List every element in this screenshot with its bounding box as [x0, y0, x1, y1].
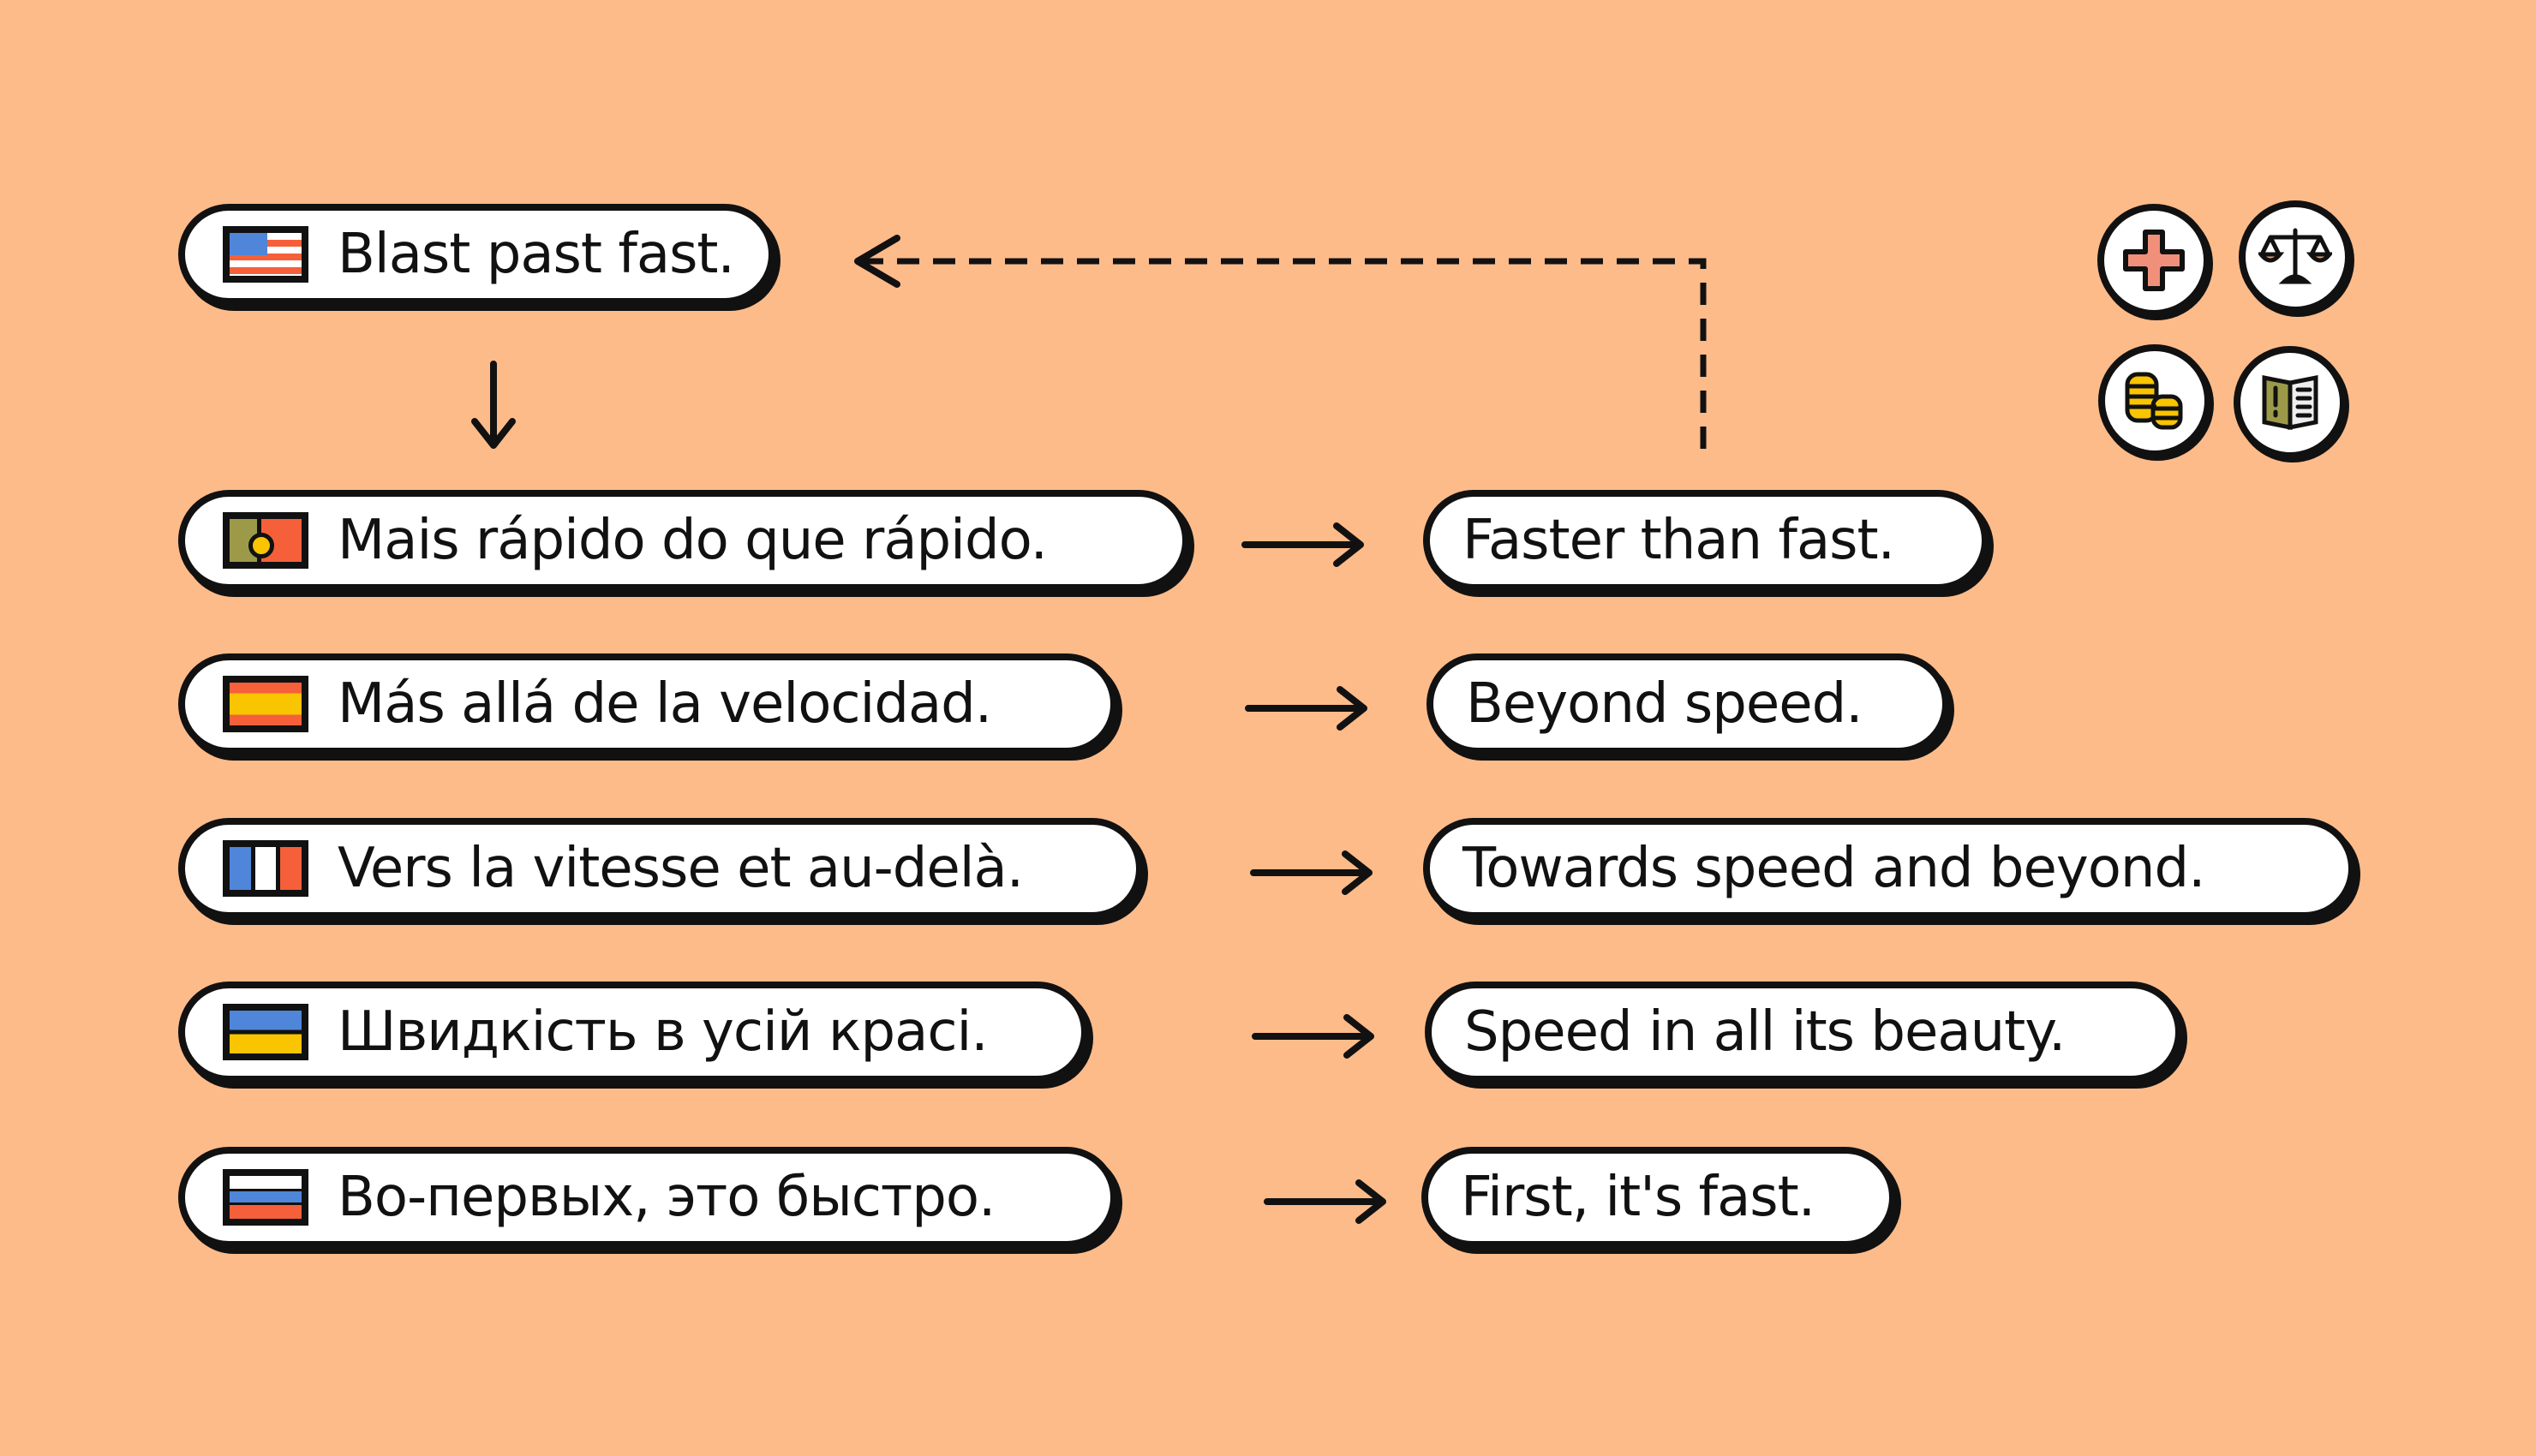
- portugal-flag-icon: [223, 512, 308, 569]
- translation-text: Beyond speed.: [1466, 672, 1863, 736]
- source-phrase: Blast past fast.: [338, 223, 735, 286]
- right-arrow-icon: [1241, 522, 1364, 567]
- translation-text: Speed in all its beauty.: [1464, 1000, 2066, 1064]
- ukraine-flag-icon: [223, 1004, 308, 1060]
- translation-pill: First, it's fast.: [1421, 1147, 1896, 1248]
- translation-text: First, it's fast.: [1461, 1166, 1815, 1229]
- russia-flag-icon: [223, 1169, 308, 1226]
- source-text: Во-первых, это быстро.: [338, 1166, 996, 1229]
- down-arrow-icon: [471, 361, 516, 449]
- france-flag-icon: [223, 840, 308, 897]
- source-text: Vers la vitesse et au-delà.: [338, 837, 1024, 900]
- source-text: Más allá de la velocidad.: [338, 672, 992, 736]
- right-arrow-icon: [1250, 850, 1373, 895]
- translation-pill: Faster than fast.: [1423, 490, 1989, 591]
- translation-pill: Towards speed and beyond.: [1423, 818, 2355, 919]
- source-text: Швидкість в усій красі.: [338, 1000, 989, 1064]
- coins-icon: [2098, 344, 2211, 457]
- translation-pill: Speed in all its beauty.: [1425, 982, 2182, 1083]
- right-arrow-icon: [1245, 686, 1367, 731]
- us-flag-icon: [223, 226, 308, 283]
- book-icon: [2234, 346, 2347, 459]
- spain-flag-icon: [223, 676, 308, 732]
- source-pill-fr: Vers la vitesse et au-delà.: [178, 818, 1143, 919]
- source-phrase-pill: Blast past fast.: [178, 204, 775, 305]
- source-pill-ru: Во-первых, это быстро.: [178, 1147, 1117, 1248]
- translation-text: Faster than fast.: [1462, 509, 1895, 572]
- feedback-dashed-arrow: [854, 235, 1707, 456]
- scales-of-justice-icon: [2239, 200, 2352, 313]
- translation-text: Towards speed and beyond.: [1462, 837, 2205, 900]
- source-text: Mais rápido do que rápido.: [338, 509, 1048, 572]
- source-pill-pt: Mais rápido do que rápido.: [178, 490, 1189, 591]
- source-pill-ua: Швидкість в усій красі.: [178, 982, 1088, 1083]
- right-arrow-icon: [1252, 1014, 1374, 1059]
- medical-cross-icon: [2097, 204, 2210, 317]
- translation-pill: Beyond speed.: [1426, 653, 1949, 755]
- right-arrow-icon: [1264, 1179, 1386, 1224]
- source-pill-es: Más allá de la velocidad.: [178, 653, 1117, 755]
